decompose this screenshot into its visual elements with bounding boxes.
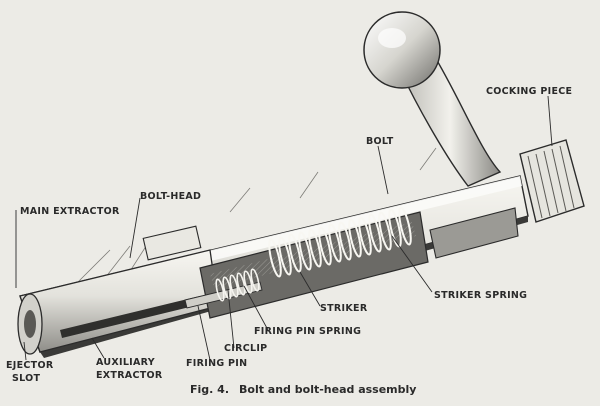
label-circlip: CIRCLIP — [224, 343, 268, 354]
firing-pin-spring-coils — [215, 268, 260, 302]
bolt-handle — [363, 11, 502, 187]
label-striker: STRIKER — [320, 303, 368, 314]
striker-spring-coils — [268, 206, 412, 278]
cocking-piece-part — [519, 139, 585, 223]
label-slot-line2: SLOT — [12, 373, 41, 384]
label-bolt: BOLT — [366, 136, 394, 147]
label-firing-pin-spring: FIRING PIN SPRING — [254, 326, 362, 337]
label-auxiliary-line1: AUXILIARY — [96, 357, 155, 368]
label-main-extractor: MAIN EXTRACTOR — [20, 206, 120, 217]
label-bolt-head: BOLT-HEAD — [140, 191, 202, 202]
leader-lines — [15, 95, 553, 361]
label-ejector-line1: EJECTOR — [6, 360, 54, 371]
figure-caption: Fig. 4. Bolt and bolt-head assembly — [190, 383, 416, 396]
caption-number: Fig. 4. — [190, 383, 229, 396]
label-extractor-line2: EXTRACTOR — [96, 370, 163, 381]
caption-title: Bolt and bolt-head assembly — [239, 383, 417, 396]
bolt-head-part — [17, 225, 219, 355]
label-firing-pin: FIRING PIN — [186, 358, 248, 369]
label-striker-spring: STRIKER SPRING — [434, 290, 528, 301]
label-cocking-piece: COCKING PIECE — [486, 86, 573, 97]
bolt-lug — [429, 207, 519, 259]
